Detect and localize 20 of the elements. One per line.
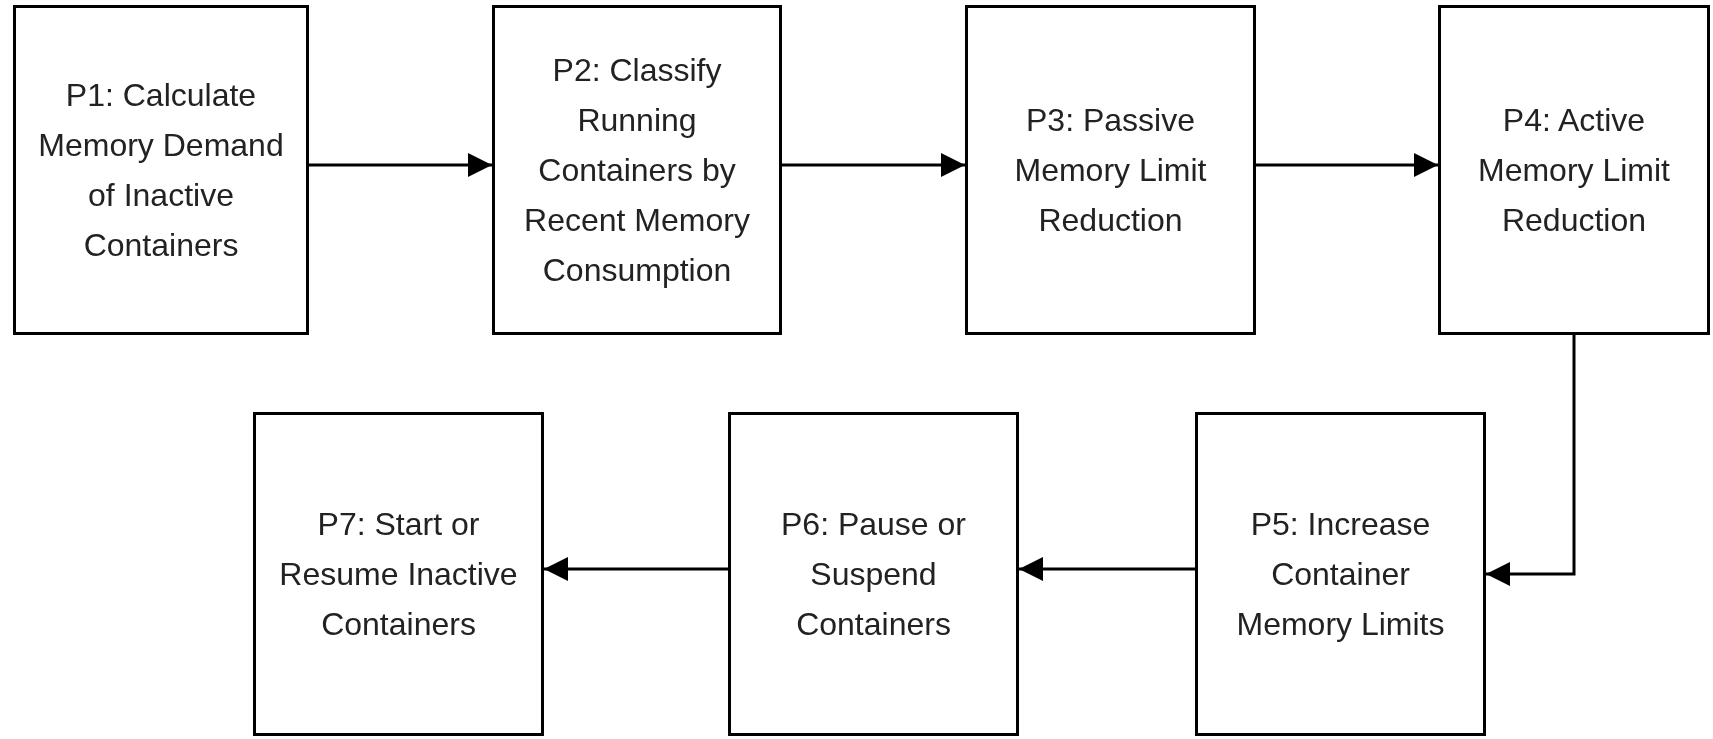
process-box — [13, 5, 309, 335]
process-box — [1438, 5, 1710, 335]
arrow — [782, 153, 965, 177]
arrow — [544, 557, 728, 581]
process-box — [253, 412, 544, 736]
step-label: P2: Classify Running Containers by Recent Memory Consumption — [523, 51, 751, 290]
arrow — [1486, 335, 1576, 586]
step-label: P6: Pause or Suspend Containers — [780, 505, 967, 644]
step-label: P5: Increase Container Memory Limits — [1235, 505, 1446, 644]
process-box — [965, 5, 1256, 335]
process-box — [728, 412, 1019, 736]
arrow — [1019, 557, 1195, 581]
arrow — [1256, 153, 1438, 177]
step-label: P3: Passive Memory Limit Reduction — [1013, 101, 1208, 240]
step-label: P1: Calculate Memory Demand of Inactive Containers — [37, 76, 285, 265]
step-label: P7: Start or Resume Inactive Containers — [278, 505, 519, 644]
step-label: P4: Active Memory Limit Reduction — [1477, 101, 1671, 240]
process-box — [1195, 412, 1486, 736]
process-box — [492, 5, 782, 335]
arrow — [309, 153, 492, 177]
